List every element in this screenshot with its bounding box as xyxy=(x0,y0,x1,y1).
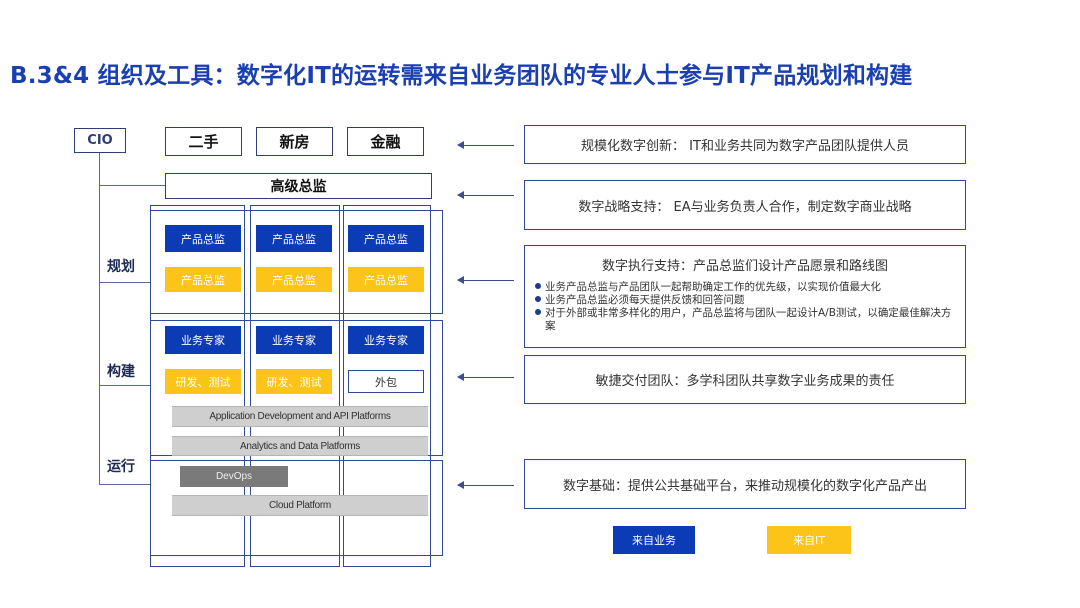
unit-box-used-homes: 二手 xyxy=(165,127,242,156)
outsourced-cell: 外包 xyxy=(348,370,424,393)
it-product-director-3: 产品总监 xyxy=(348,267,424,292)
unit-box-new-homes: 新房 xyxy=(256,127,333,156)
cloud-platform-bar: Cloud Platform xyxy=(172,495,428,516)
arrow-to-build xyxy=(457,373,514,381)
it-product-director-1: 产品总监 xyxy=(165,267,241,292)
business-product-director-1: 产品总监 xyxy=(165,225,241,252)
digital-foundation-box: 数字基础：提供公共基础平台，来推动规模化的数字化产品产出 xyxy=(524,459,966,509)
org-diagram: CIO 二手 新房 金融 高级总监 规划 构建 运行 产品总监 产品总监 产品总… xyxy=(0,0,520,608)
arrow-to-plan xyxy=(457,276,514,284)
devops-bar: DevOps xyxy=(180,466,288,487)
execution-bullet-1: 业务产品总监与产品团队一起帮助确定工作的优先级，以实现价值最大化 xyxy=(535,281,955,294)
senior-director-box: 高级总监 xyxy=(165,173,432,199)
bullet-dot-icon xyxy=(535,309,541,315)
execution-bullet-3: 对于外部或非常多样化的用户，产品总监将与团队一起设计A/B测试，以确定最佳解决方… xyxy=(535,307,955,333)
arrow-to-platforms xyxy=(457,481,514,489)
legend-it: 来自IT xyxy=(767,526,851,554)
business-product-director-2: 产品总监 xyxy=(256,225,332,252)
legend-business: 来自业务 xyxy=(613,526,695,554)
execution-support-box: 数字执行支持：产品总监们设计产品愿景和路线图 业务产品总监与产品团队一起帮助确定… xyxy=(524,245,966,348)
analytics-data-platform-bar: Analytics and Data Platforms xyxy=(172,436,428,456)
run-section-outline xyxy=(150,460,443,556)
cio-connector-vertical xyxy=(99,153,100,485)
connector-to-run xyxy=(99,484,151,485)
app-dev-api-platform-bar: Application Development and API Platform… xyxy=(172,406,428,427)
digital-foundation-text: 数字基础：提供公共基础平台，来推动规模化的数字化产品产出 xyxy=(562,478,927,494)
column-outline-2 xyxy=(250,205,340,567)
scale-innovation-text: 规模化数字创新： IT和业务共同为数字产品团队提供人员 xyxy=(581,139,909,154)
dev-test-cell-1: 研发、测试 xyxy=(165,369,241,394)
cio-box: CIO xyxy=(74,128,126,153)
execution-support-title: 数字执行支持：产品总监们设计产品愿景和路线图 xyxy=(601,259,888,274)
unit-box-finance: 金融 xyxy=(347,127,424,156)
plan-section-outline xyxy=(150,210,443,314)
page-title: B.3&4 组织及工具：数字化IT的运转需来自业务团队的专业人士参与IT产品规划… xyxy=(10,63,913,89)
bullet-dot-icon xyxy=(535,283,541,289)
strategy-support-text: 数字战略支持： EA与业务负责人合作，制定数字商业战略 xyxy=(578,199,912,215)
connector-to-build xyxy=(99,385,151,386)
execution-bullet-2: 业务产品总监必须每天提供反馈和回答问题 xyxy=(535,294,955,307)
agile-team-text: 敏捷交付团队：多学科团队共享数字业务成果的责任 xyxy=(595,374,895,389)
scale-innovation-box: 规模化数字创新： IT和业务共同为数字产品团队提供人员 xyxy=(524,125,966,164)
bullet-dot-icon xyxy=(535,296,541,302)
column-outline-3 xyxy=(343,205,431,567)
dev-test-cell-2: 研发、测试 xyxy=(256,369,332,394)
business-expert-1: 业务专家 xyxy=(165,326,241,354)
it-product-director-2: 产品总监 xyxy=(256,267,332,292)
arrow-to-senior-director xyxy=(457,191,514,199)
connector-to-senior xyxy=(99,185,165,186)
connector-to-plan xyxy=(99,282,151,283)
strategy-support-box: 数字战略支持： EA与业务负责人合作，制定数字商业战略 xyxy=(524,180,966,230)
business-expert-3: 业务专家 xyxy=(348,326,424,354)
business-product-director-3: 产品总监 xyxy=(348,225,424,252)
plan-label: 规划 xyxy=(107,259,135,275)
run-label: 运行 xyxy=(107,459,135,475)
build-label: 构建 xyxy=(107,364,135,380)
arrow-to-units xyxy=(457,141,514,149)
agile-team-box: 敏捷交付团队：多学科团队共享数字业务成果的责任 xyxy=(524,355,966,404)
business-expert-2: 业务专家 xyxy=(256,326,332,354)
